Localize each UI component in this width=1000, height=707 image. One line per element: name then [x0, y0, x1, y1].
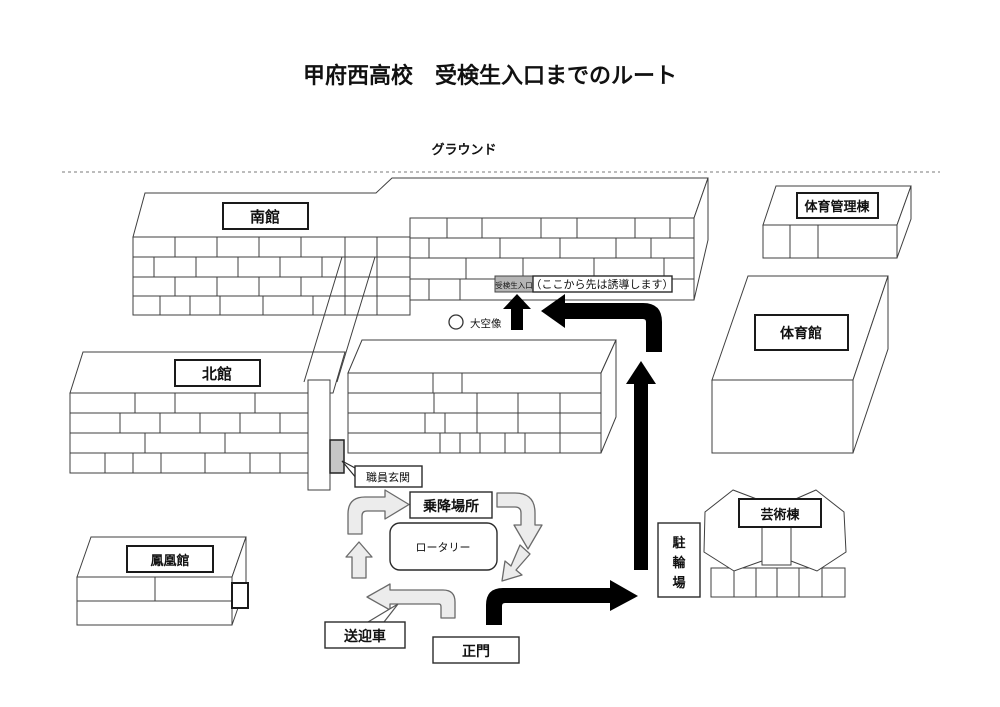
bike-parking-label: 駐 [672, 535, 685, 550]
route-arrow-north [626, 361, 656, 570]
route-arrow-to-entrance [503, 294, 531, 330]
gym-building: 体育館 [711, 275, 889, 454]
shuttle-callout: 送迎車 [324, 603, 406, 649]
statue-circle [448, 314, 464, 330]
staff-entrance-label: 職員玄関 [366, 470, 410, 484]
rotary-arrow-up-right [347, 489, 410, 535]
ground-label: グラウンド [431, 142, 496, 157]
rotary-arrow-diagonal [501, 544, 531, 582]
rotary-circulation-arrows [345, 489, 543, 619]
route-arrow-from-gate [486, 580, 638, 625]
north-left-windows [70, 393, 310, 473]
gym-admin-label-box [796, 192, 879, 219]
boarding-spot-label: 乗降場所 [422, 498, 479, 514]
staff-entrance-door [329, 439, 345, 474]
bike-parking: 駐 輪 場 [657, 522, 701, 598]
statue-label: 大空像 [470, 317, 502, 330]
south-building: 南館 [132, 177, 709, 316]
rotary-labels: 乗降場所 ロータリー [389, 491, 498, 571]
bike-parking-label: 輪 [672, 555, 686, 570]
south-label: 南館 [250, 208, 280, 226]
arts-center [761, 526, 792, 566]
arts-base-cells [733, 568, 823, 597]
rotary-arrow-exit-left [366, 583, 456, 619]
rotary-label: ロータリー [416, 541, 471, 554]
guide-note-label: （ここから先は誘導します） [531, 277, 674, 291]
gym-facade [711, 379, 854, 454]
gym-admin-label: 体育管理棟 [804, 199, 870, 214]
gym-label-box [754, 314, 849, 351]
arts-base [710, 567, 846, 598]
south-left-facade [132, 236, 346, 316]
north-connector [307, 379, 331, 491]
south-left-windows [133, 237, 345, 315]
north-east-roof [347, 339, 617, 374]
phoenix-building: 鳳凰館 [76, 536, 249, 626]
gym-label: 体育館 [780, 325, 822, 341]
phoenix-windows [77, 577, 232, 602]
guide-note-box [532, 275, 673, 293]
arts-label: 芸術棟 [760, 507, 800, 522]
bike-parking-box [657, 522, 701, 598]
staff-entrance-callout: 職員玄関 [341, 460, 423, 488]
bike-parking-label: 場 [672, 575, 685, 590]
phoenix-label: 鳳凰館 [150, 553, 189, 568]
shuttle-box [324, 621, 406, 649]
arts-label-box [738, 498, 822, 528]
walkway-line [303, 256, 343, 383]
gym-admin-facade [762, 224, 898, 259]
north-building: 北館 [69, 256, 617, 491]
gym-admin-windows [789, 225, 819, 258]
north-label: 北館 [202, 365, 232, 383]
boarding-spot-box [409, 491, 493, 519]
rotary-arrow-up [345, 541, 373, 579]
staff-entrance-box [354, 465, 423, 488]
route-arrow-turn-left [541, 294, 662, 352]
phoenix-annex [231, 582, 249, 609]
arts-building: 芸術棟 [703, 489, 847, 598]
examinee-entrance-label: 受検生入口 [495, 280, 533, 290]
phoenix-label-box [126, 545, 214, 573]
south-mid-windows [345, 237, 410, 315]
shuttle-label: 送迎車 [343, 628, 386, 644]
north-east-windows [348, 373, 601, 453]
page-title: 甲府西高校 受検生入口までのルート [303, 63, 677, 88]
rotary-box [389, 522, 498, 571]
main-gate-box [432, 636, 520, 664]
gym-admin-building: 体育管理棟 [762, 185, 912, 259]
north-label-box [174, 359, 261, 387]
examinee-entrance: 受検生入口 （ここから先は誘導します） [494, 275, 674, 293]
walkway-line [336, 256, 376, 383]
statue-marker: 大空像 [448, 314, 502, 330]
main-gate: 正門 [432, 636, 520, 664]
main-gate-label: 正門 [462, 643, 490, 659]
rotary-arrow-right-down [496, 492, 543, 550]
south-label-box [222, 202, 309, 230]
route-arrows [486, 294, 662, 625]
